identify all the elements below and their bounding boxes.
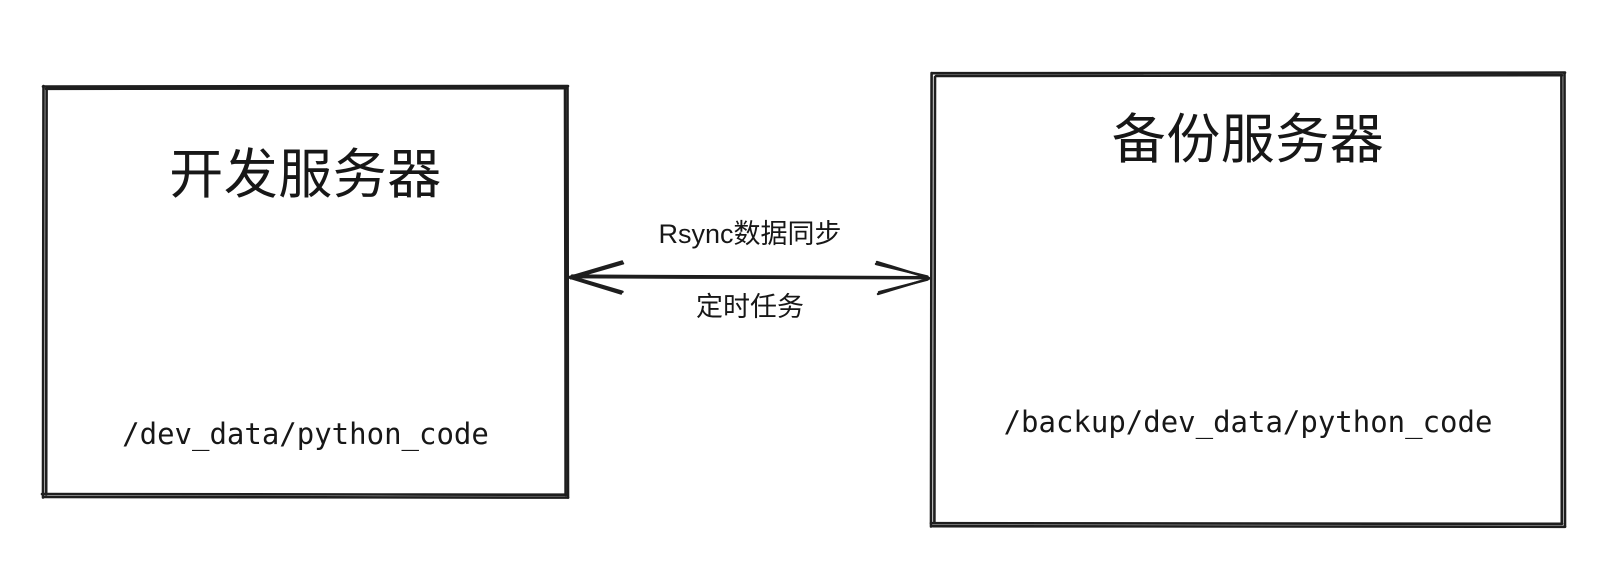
node-dev-server-path: /dev_data/python_code: [122, 417, 489, 451]
node-dev-server[interactable]: 开发服务器 /dev_data/python_code: [42, 85, 569, 499]
rsync-sync-arrow: [568, 260, 931, 296]
node-backup-server[interactable]: 备份服务器 /backup/dev_data/python_code: [930, 72, 1566, 528]
node-backup-server-title: 备份服务器: [1111, 110, 1385, 170]
node-backup-server-path: /backup/dev_data/python_code: [1003, 405, 1493, 439]
edge-label-rsync-sync: Rsync数据同步: [658, 219, 842, 249]
node-dev-server-title: 开发服务器: [169, 145, 442, 205]
edge-label-scheduled-task: 定时任务: [696, 292, 804, 322]
